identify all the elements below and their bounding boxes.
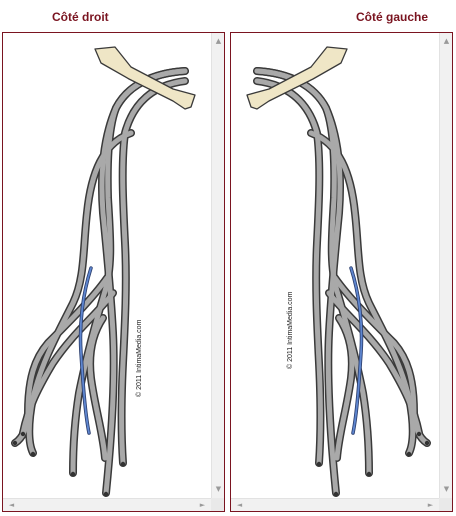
scroll-down-arrow[interactable]: ▼ bbox=[215, 485, 222, 493]
copyright-text: © 2011 IntimaMedia.com bbox=[136, 319, 143, 397]
panel-title-right: Côté droit bbox=[52, 10, 109, 24]
nerve-illustration-right bbox=[11, 46, 196, 497]
copyright-text: © 2011 IntimaMedia.com bbox=[287, 291, 294, 369]
vertical-scrollbar[interactable]: ▲ ▼ bbox=[211, 33, 224, 498]
scroll-right-arrow[interactable]: ► bbox=[427, 501, 434, 509]
horizontal-scrollbar[interactable]: ◄ ► bbox=[231, 498, 439, 511]
scroll-right-arrow[interactable]: ► bbox=[199, 501, 206, 509]
scrollbar-corner bbox=[211, 498, 224, 511]
horizontal-scrollbar[interactable]: ◄ ► bbox=[3, 498, 211, 511]
pane-right[interactable]: © 2011 IntimaMedia.com ▲ ▼ ◄ ► bbox=[2, 32, 225, 512]
panel-title-left: Côté gauche bbox=[356, 10, 429, 24]
scroll-left-arrow[interactable]: ◄ bbox=[8, 501, 15, 509]
pane-left[interactable]: © 2011 IntimaMedia.com ▲ ▼ ◄ ► bbox=[230, 32, 453, 512]
scrollbar-corner bbox=[439, 498, 452, 511]
nerve-illustration-left bbox=[246, 46, 431, 497]
vertical-scrollbar[interactable]: ▲ ▼ bbox=[439, 33, 452, 498]
scroll-down-arrow[interactable]: ▼ bbox=[443, 485, 450, 493]
scroll-up-arrow[interactable]: ▲ bbox=[215, 37, 222, 45]
scroll-up-arrow[interactable]: ▲ bbox=[443, 37, 450, 45]
scroll-left-arrow[interactable]: ◄ bbox=[236, 501, 243, 509]
